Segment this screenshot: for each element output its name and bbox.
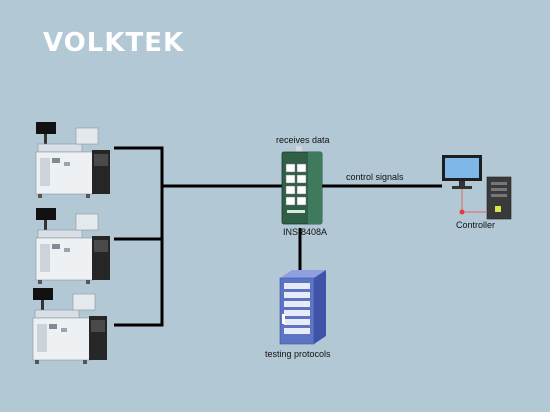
desktop-computer-icon xyxy=(442,155,511,219)
server-label: testing protocols xyxy=(265,349,331,359)
switch-model-label: INS-8408A xyxy=(283,227,327,237)
control-signals-label: control signals xyxy=(346,172,404,182)
switch-top-label: receives data xyxy=(276,135,330,145)
brand-logo: VOLKTEK xyxy=(43,28,184,58)
industrial-test-machine-icon xyxy=(36,208,110,284)
ethernet-switch-icon xyxy=(282,146,322,224)
industrial-test-machine-icon xyxy=(36,122,110,198)
industrial-test-machine-icon xyxy=(33,288,107,364)
controller-label: Controller xyxy=(456,220,495,230)
server-rack-icon xyxy=(280,270,326,344)
